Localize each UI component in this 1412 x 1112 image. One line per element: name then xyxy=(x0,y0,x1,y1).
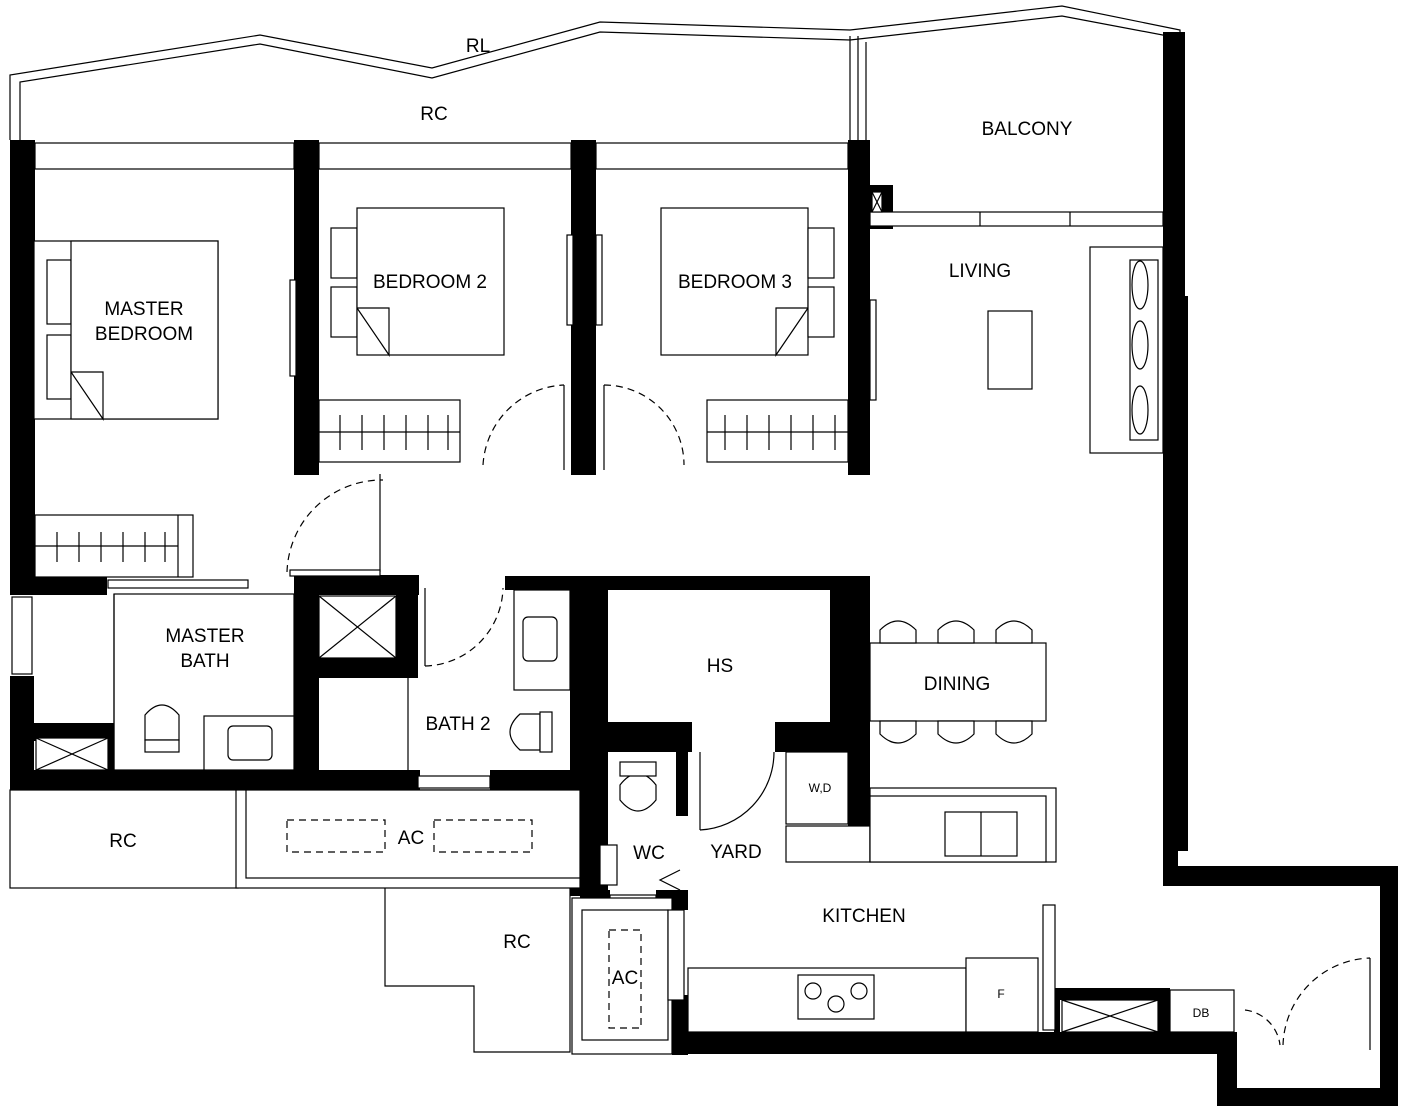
master-wardrobe xyxy=(34,514,194,578)
sofa xyxy=(1089,246,1164,454)
label-db: DB xyxy=(1193,1006,1210,1020)
label-kitchen: KITCHEN xyxy=(822,906,905,927)
label-rl: RL xyxy=(466,36,490,57)
balcony-slider xyxy=(869,191,1164,227)
label-living: LIVING xyxy=(949,261,1011,282)
bed-bedroom3 xyxy=(660,207,835,357)
coffee-table xyxy=(987,310,1033,390)
label-master-bedroom-line2: BEDROOM xyxy=(95,324,193,345)
master-bath-fixtures xyxy=(35,593,295,771)
label-dining: DINING xyxy=(924,674,991,695)
room-labels: RL RC BALCONY LIVING MASTER BEDROOM BEDR… xyxy=(95,36,1209,1020)
label-ac-bottom: AC xyxy=(612,968,638,989)
label-rc-bottom: RC xyxy=(503,932,530,953)
label-ac-left: AC xyxy=(398,828,424,849)
label-master-bath-line2: BATH xyxy=(180,651,229,672)
label-wd: W,D xyxy=(809,781,832,795)
label-fridge: F xyxy=(997,987,1004,1001)
master-bed xyxy=(33,240,219,421)
label-bath2: BATH 2 xyxy=(425,714,490,735)
label-master-bath-line1: MASTER xyxy=(165,626,244,647)
dining-set xyxy=(869,620,1047,744)
wc-yard-kitchen-fixtures xyxy=(599,751,1235,1033)
wardrobe-bedroom2 xyxy=(318,399,461,463)
bed-bedroom2 xyxy=(330,207,505,357)
label-rc-top: RC xyxy=(420,104,447,125)
label-yard: YARD xyxy=(710,842,761,863)
label-hs: HS xyxy=(707,656,733,677)
roof-ledge xyxy=(9,5,1181,140)
label-bedroom2: BEDROOM 2 xyxy=(373,272,487,293)
walls xyxy=(10,32,1398,1106)
window-master-bath xyxy=(11,596,33,675)
label-master-bedroom-line1: MASTER xyxy=(104,299,183,320)
wardrobe-bedroom3 xyxy=(706,399,849,463)
label-rc-left: RC xyxy=(109,831,136,852)
doors xyxy=(107,234,1371,1050)
label-bedroom3: BEDROOM 3 xyxy=(678,272,792,293)
bath2-fixtures xyxy=(318,589,571,770)
label-balcony: BALCONY xyxy=(982,119,1073,140)
ac-ledges xyxy=(9,789,685,1055)
label-wc: WC xyxy=(633,843,665,864)
